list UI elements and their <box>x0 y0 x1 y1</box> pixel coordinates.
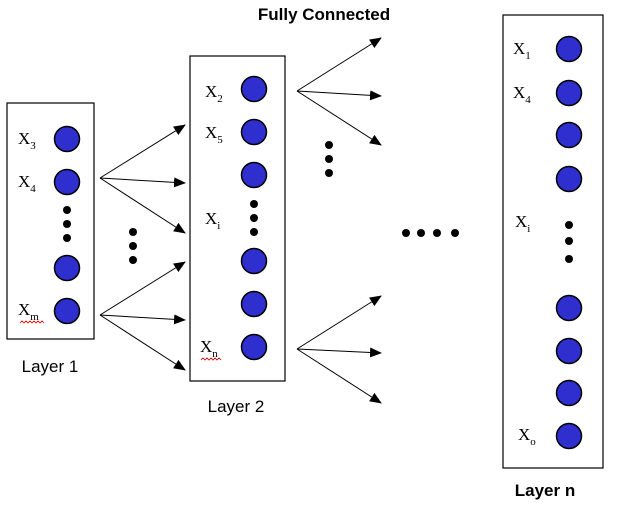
variable-label: Xo <box>518 425 536 448</box>
variable-label: Xi <box>205 209 220 232</box>
neuron-node <box>555 79 583 107</box>
layer-2-box <box>189 55 286 382</box>
variable-subscript: 4 <box>525 94 531 106</box>
variable-subscript: 2 <box>217 93 223 105</box>
variable-subscript: 3 <box>30 140 36 152</box>
variable-base: X <box>513 39 525 58</box>
ellipsis-dot <box>250 200 258 208</box>
connections-layer2-out <box>296 37 382 404</box>
ellipsis-dot <box>451 229 459 237</box>
neuron-node <box>53 254 81 282</box>
variable-subscript: 1 <box>525 50 531 62</box>
variable-subscript: 5 <box>217 134 223 146</box>
neuron-node <box>555 337 583 365</box>
variable-subscript: m <box>30 311 39 323</box>
ellipsis-dot <box>417 229 425 237</box>
neuron-node <box>240 161 268 189</box>
layer-1-caption: Layer 1 <box>22 357 79 376</box>
neuron-node <box>240 247 268 275</box>
variable-subscript: i <box>217 220 220 232</box>
ellipsis-dot <box>433 229 441 237</box>
neuron-node <box>555 294 583 322</box>
neuron-node <box>555 165 583 193</box>
layer-n-box <box>502 14 604 469</box>
connection-arrow <box>99 177 186 188</box>
variable-base: X <box>518 425 530 444</box>
layer-2-caption: Layer 2 <box>208 397 265 416</box>
layer-1: X3 X4 Xm Layer 1 <box>6 102 95 376</box>
connection-arrow <box>99 124 186 179</box>
neuron-node <box>555 422 583 450</box>
variable-label: X4 <box>18 172 36 195</box>
variable-label: X2 <box>205 82 223 105</box>
connection-arrow <box>99 177 186 234</box>
variable-subscript: i <box>527 223 530 235</box>
connection-arrow <box>296 90 382 101</box>
variable-label: X5 <box>205 123 223 146</box>
neuron-node <box>240 118 268 146</box>
variable-label: X3 <box>18 129 36 152</box>
variable-base: X <box>513 83 525 102</box>
ellipsis-dot <box>129 256 137 264</box>
neuron-node <box>555 121 583 149</box>
ellipsis-dot <box>63 220 71 228</box>
ellipsis-dot <box>325 141 333 149</box>
connection-arrow <box>296 347 382 358</box>
variable-base: X <box>205 82 217 101</box>
layer-n-caption: Layer n <box>515 481 575 500</box>
neuron-node <box>555 379 583 407</box>
ellipsis-dot <box>250 214 258 222</box>
ellipsis-dot <box>325 169 333 177</box>
connection-arrow <box>99 314 186 325</box>
diagram-title: Fully Connected <box>258 5 390 24</box>
variable-subscript: 4 <box>30 183 36 195</box>
variable-base: X <box>18 172 30 191</box>
variable-base: X <box>200 337 212 356</box>
variable-base: X <box>18 129 30 148</box>
connection-arrow <box>296 348 382 404</box>
neuron-node <box>240 75 268 103</box>
variable-label: X4 <box>513 83 531 106</box>
variable-subscript: o <box>530 436 536 448</box>
ellipsis-dot <box>565 255 573 263</box>
variable-base: X <box>515 212 527 231</box>
ellipsis-dot <box>63 234 71 242</box>
neuron-node <box>53 168 81 196</box>
neuron-node <box>53 297 81 325</box>
connections-layer1-to-layer2 <box>99 124 186 371</box>
ellipsis-dot <box>325 155 333 163</box>
variable-subscript: n <box>212 348 218 360</box>
variable-base: X <box>205 123 217 142</box>
neuron-node <box>53 125 81 153</box>
ellipsis-dot <box>63 206 71 214</box>
ellipsis-dot <box>565 237 573 245</box>
connection-arrow <box>296 295 382 350</box>
variable-label: Xi <box>515 212 530 235</box>
variable-label: Xm <box>18 300 39 323</box>
ellipsis-dot <box>129 228 137 236</box>
spellcheck-underline <box>200 357 222 361</box>
neuron-node <box>555 35 583 63</box>
neuron-node <box>240 290 268 318</box>
connection-arrow <box>99 261 186 316</box>
connection-arrow <box>296 37 382 92</box>
variable-base: X <box>205 209 217 228</box>
spellcheck-underline <box>19 320 45 324</box>
ellipsis-dot <box>129 242 137 250</box>
neuron-node <box>240 333 268 361</box>
ellipsis-dot <box>250 228 258 236</box>
connection-arrow <box>99 314 186 371</box>
layer-2: X2 X5 Xi Xn Layer 2 <box>189 55 286 416</box>
layer-n: X1 X4 Xi Xo Layer n <box>502 14 604 500</box>
connection-arrow <box>296 90 382 146</box>
variable-base: X <box>18 300 30 319</box>
ellipsis-dot <box>402 229 410 237</box>
variable-label: Xn <box>200 337 218 360</box>
ellipsis-dot <box>565 221 573 229</box>
variable-label: X1 <box>513 39 531 62</box>
